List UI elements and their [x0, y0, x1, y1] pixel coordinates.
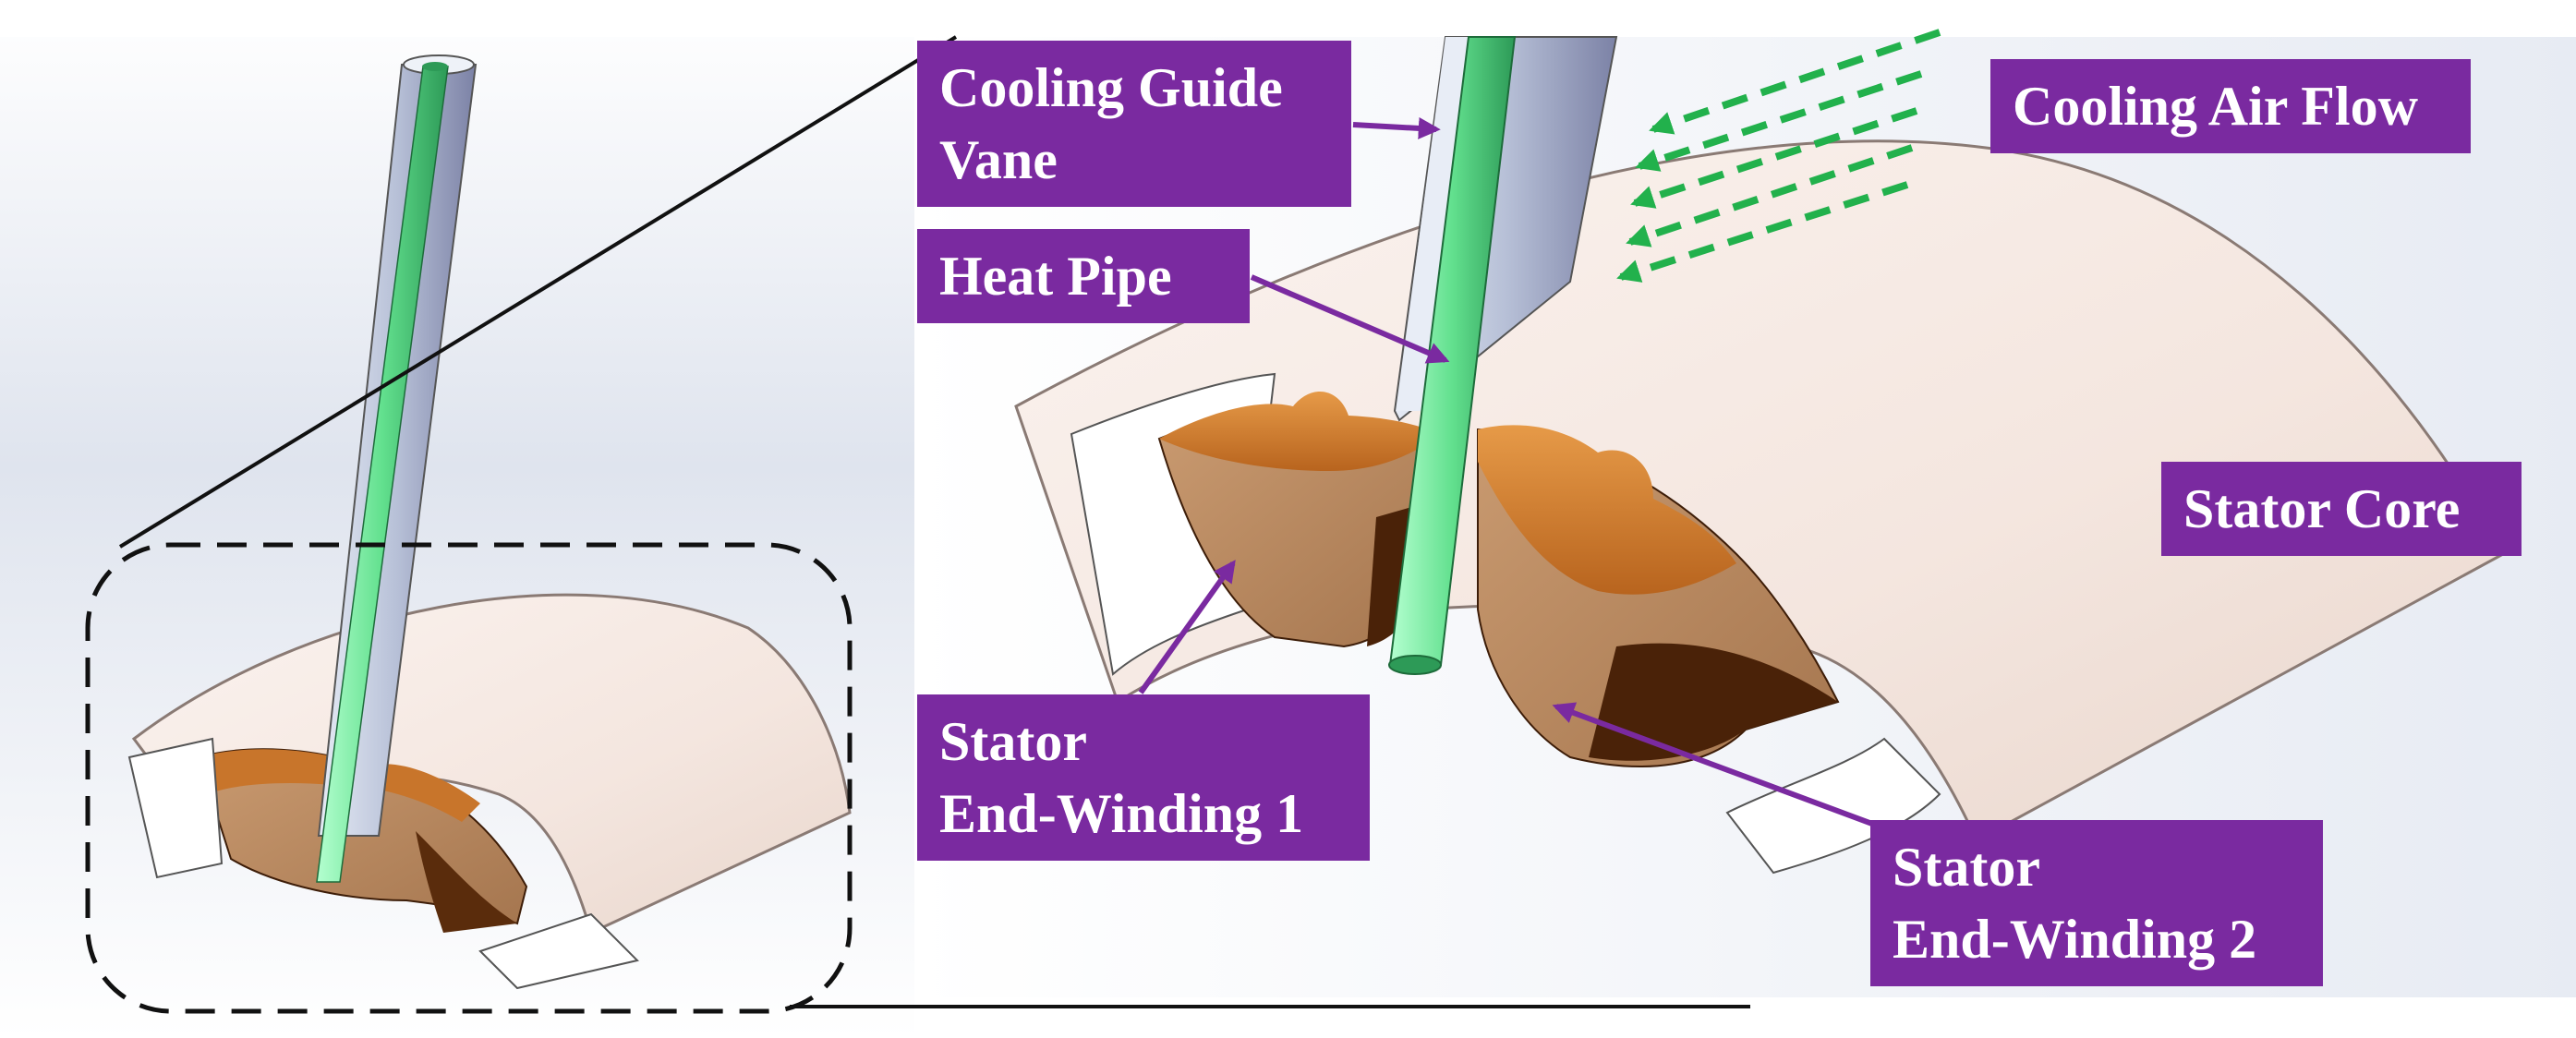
label-stator-core: Stator Core: [2161, 462, 2522, 556]
zoom-leader-top: [118, 35, 958, 549]
detail-end-winding-2-shadow: [1589, 643, 1838, 761]
label-stator-core-text: Stator Core: [2183, 478, 2461, 539]
overview-end-winding-shadow: [416, 831, 517, 933]
detail-slot-right: [1725, 737, 1941, 875]
label-stator-end-winding-2-line-2: End-Winding 2: [1893, 909, 2257, 970]
air-flow-arrow-2: [1635, 70, 1923, 172]
leader-stator-end-winding-2: [1552, 702, 1881, 829]
detail-end-winding-2-top: [1478, 425, 1736, 595]
overview-slot-right: [478, 912, 639, 990]
label-cooling-guide-vane: Cooling Guide Vane: [917, 41, 1351, 207]
leader-arrows: [1138, 116, 1881, 829]
leader-stator-end-winding-1: [1138, 560, 1236, 694]
label-cooling-air-flow-text: Cooling Air Flow: [2013, 76, 2418, 137]
detail-assembly: [1014, 36, 2506, 875]
label-stator-end-winding-2-line-1: Stator: [1893, 837, 2040, 898]
top-margin: [0, 0, 2576, 37]
leader-heat-pipe: [1250, 274, 1450, 364]
air-flow-arrow-5: [1616, 181, 1909, 283]
air-flow-arrow-4: [1626, 144, 1914, 247]
label-stator-end-winding-2: Stator End-Winding 2: [1870, 820, 2323, 986]
air-flow-arrow-1: [1649, 29, 1941, 135]
overview-heat-pipe-top: [422, 62, 448, 71]
label-cooling-guide-vane-line-1: Cooling Guide: [939, 57, 1283, 118]
label-heat-pipe: Heat Pipe: [917, 229, 1250, 323]
label-cooling-air-flow: Cooling Air Flow: [1990, 59, 2471, 153]
detail-vane-front-face: [1397, 37, 1473, 411]
overview-slot-left: [127, 737, 224, 879]
label-stator-end-winding-1-line-1: Stator: [939, 711, 1087, 772]
detail-heat-pipe-end: [1388, 655, 1442, 675]
detail-end-winding-1-top: [1159, 391, 1441, 471]
dashed-zoom-box: [85, 542, 853, 1014]
label-stator-end-winding-1: Stator End-Winding 1: [917, 694, 1370, 861]
label-stator-end-winding-1-line-2: End-Winding 1: [939, 783, 1304, 844]
air-flow-arrow-3: [1630, 107, 1918, 209]
flow-arrows: [1616, 29, 1941, 283]
leader-cooling-guide-vane: [1352, 116, 1441, 139]
label-cooling-guide-vane-line-2: Vane: [939, 129, 1058, 190]
overview-end-winding-top: [199, 749, 480, 822]
label-heat-pipe-text: Heat Pipe: [939, 246, 1172, 307]
overview-assembly: [127, 54, 852, 990]
